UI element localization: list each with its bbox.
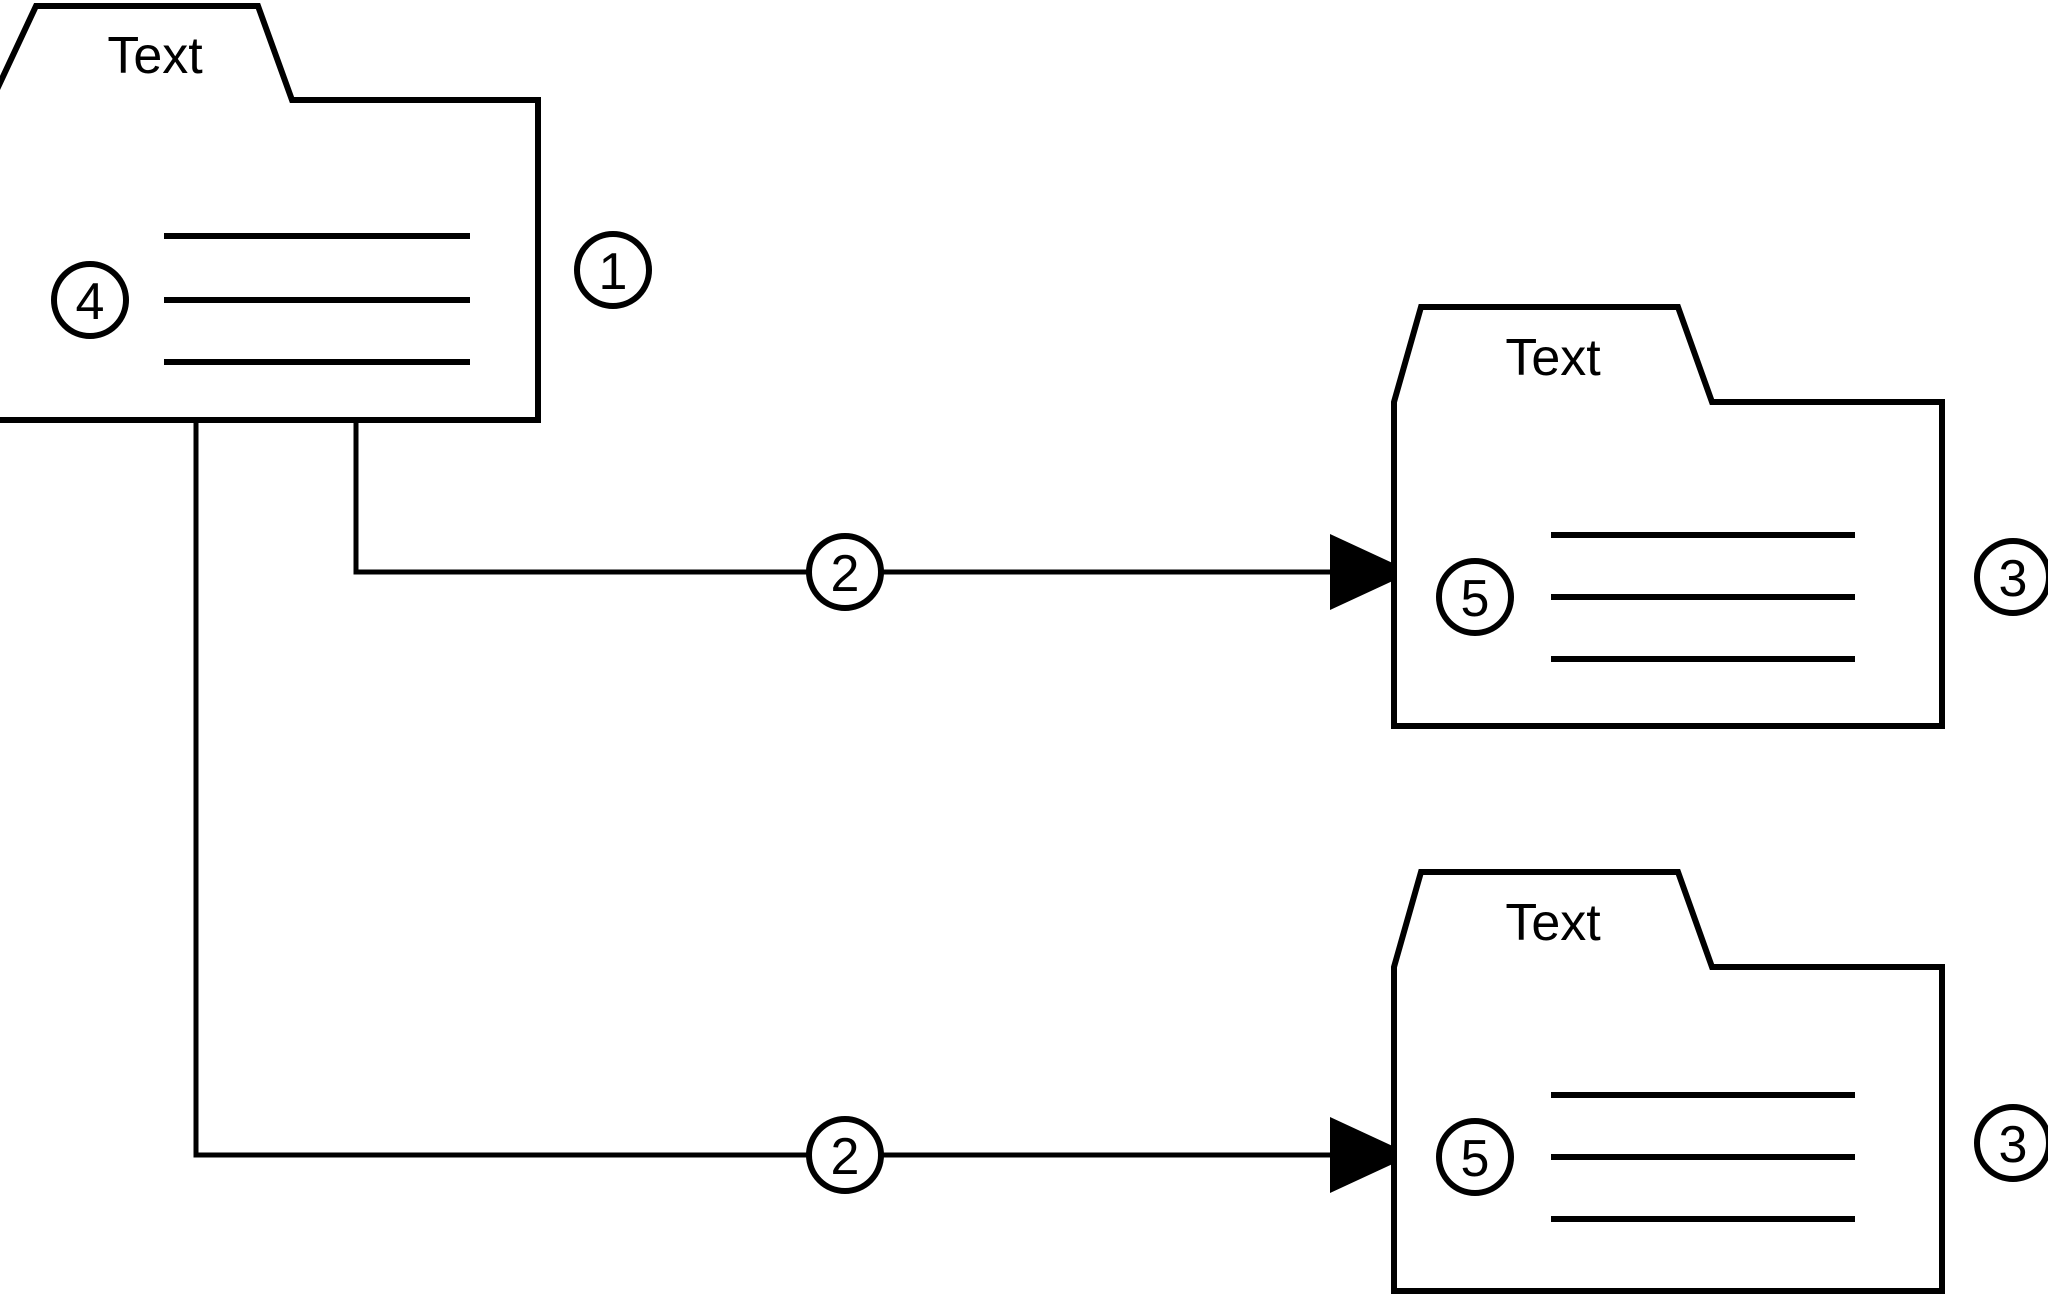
- badge-5-top-circle: [1436, 558, 1514, 636]
- edge-bottom-path: [193, 422, 1345, 1158]
- badge-3-bottom-label: 3: [1999, 1116, 2028, 1174]
- badge-3-bottom[interactable]: 3: [1974, 1104, 2048, 1182]
- badge-2-top-label: 2: [831, 545, 860, 603]
- badge-1-circle: [574, 231, 652, 309]
- badge-5-bottom-label: 5: [1461, 1130, 1490, 1188]
- edge-bottom-connector[interactable]: [193, 422, 1412, 1193]
- edge-top-path: [353, 422, 1345, 575]
- badge-5-top-label: 5: [1461, 570, 1490, 628]
- folder-source[interactable]: Text 4: [0, 2, 541, 423]
- folder-target-bottom[interactable]: Text 5: [1391, 869, 1945, 1294]
- badge-5-bottom-circle: [1436, 1118, 1514, 1196]
- badge-3-top-circle: [1974, 538, 2048, 616]
- badge-4[interactable]: 4: [51, 261, 129, 339]
- folder-target-top-outline: [1391, 304, 1945, 729]
- badge-2-bottom-circle: [806, 1116, 884, 1194]
- badge-2-top[interactable]: 2: [806, 533, 884, 611]
- badge-3-top[interactable]: 3: [1974, 538, 2048, 616]
- badge-5-top[interactable]: 5: [1436, 558, 1514, 636]
- folder-target-bottom-label: Text: [1505, 894, 1601, 952]
- badge-2-top-circle: [806, 533, 884, 611]
- folder-target-bottom-outline: [1391, 869, 1945, 1294]
- badge-2-bottom-label: 2: [831, 1128, 860, 1186]
- badge-3-top-label: 3: [1999, 550, 2028, 608]
- badge-3-bottom-circle: [1974, 1104, 2048, 1182]
- badge-4-label: 4: [76, 273, 105, 331]
- folder-target-top[interactable]: Text 5: [1391, 304, 1945, 729]
- badge-4-circle: [51, 261, 129, 339]
- edge-top-arrowhead: [1330, 534, 1412, 610]
- folder-source-label: Text: [107, 27, 203, 85]
- folder-target-top-label: Text: [1505, 329, 1601, 387]
- edge-top-connector[interactable]: [353, 422, 1412, 610]
- folder-source-outline: [0, 2, 541, 423]
- edge-bottom-arrowhead: [1330, 1117, 1412, 1193]
- badge-1-label: 1: [599, 243, 628, 301]
- badge-2-bottom[interactable]: 2: [806, 1116, 884, 1194]
- badge-5-bottom[interactable]: 5: [1436, 1118, 1514, 1196]
- badge-1[interactable]: 1: [574, 231, 652, 309]
